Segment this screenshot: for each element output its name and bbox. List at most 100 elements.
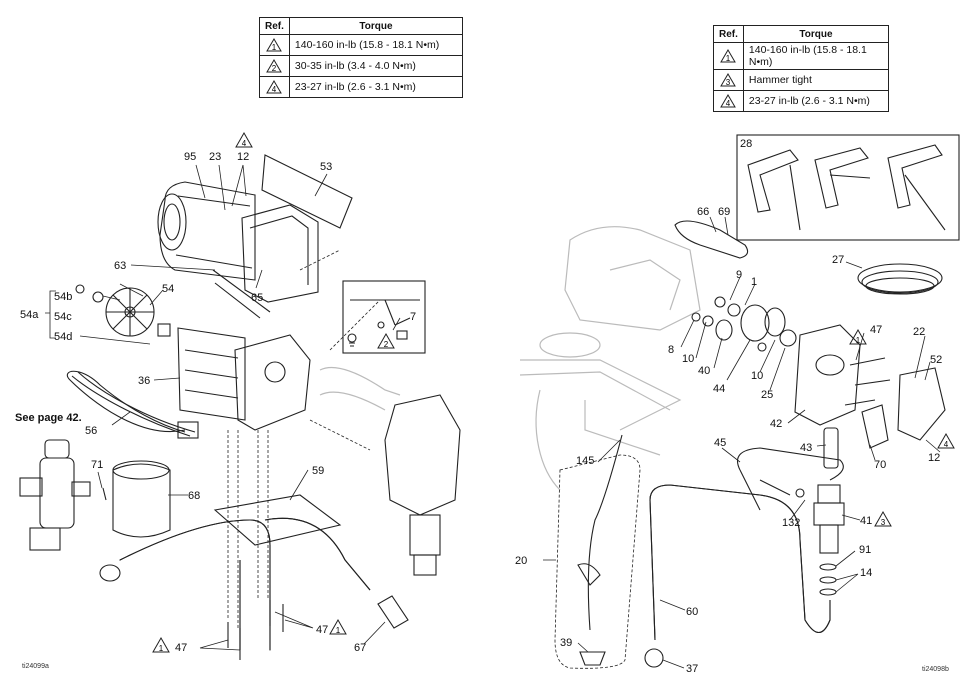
svg-text:2: 2 <box>384 340 389 349</box>
callout-47: 47 <box>316 624 328 636</box>
svg-text:4: 4 <box>726 99 731 108</box>
gear-housing <box>234 334 311 431</box>
svg-text:4: 4 <box>272 85 277 94</box>
gear-stack <box>691 296 797 352</box>
svg-text:1: 1 <box>159 644 164 653</box>
callout-41: 41 <box>860 515 872 527</box>
callout-42: 42 <box>770 418 782 430</box>
callout-54c: 54c <box>54 311 72 323</box>
pump-housing <box>794 324 861 426</box>
sprayer-body-outline <box>519 226 701 491</box>
callout-22: 22 <box>913 326 925 338</box>
table-row: 2 30-35 in-lb (3.4 - 4.0 N•m) <box>259 55 464 77</box>
callout-59: 59 <box>312 465 324 477</box>
callout-12: 12 <box>928 452 940 464</box>
callout-8: 8 <box>668 344 674 356</box>
callout-67: 67 <box>354 642 366 654</box>
torque-value: 30-35 in-lb (3.4 - 4.0 N•m) <box>288 55 464 77</box>
callout-53: 53 <box>320 161 332 173</box>
torque-value: 140-160 in-lb (15.8 - 18.1 N•m) <box>742 42 890 70</box>
o-ring <box>819 563 837 571</box>
table-row: 4 23-27 in-lb (2.6 - 3.1 N•m) <box>713 90 890 112</box>
torque-triangle-icon: 4 <box>235 131 253 148</box>
svg-text:4: 4 <box>242 139 247 148</box>
callout-9: 9 <box>736 269 742 281</box>
callout-66: 66 <box>697 206 709 218</box>
washer <box>92 291 104 303</box>
callout-54b: 54b <box>54 291 72 303</box>
callout-12: 12 <box>237 151 249 163</box>
callout-44: 44 <box>713 383 725 395</box>
spray-guns-inset <box>736 134 960 241</box>
table-row: 1 140-160 in-lb (15.8 - 18.1 N•m) <box>713 42 890 70</box>
svg-text:3: 3 <box>881 518 886 527</box>
cover-plate <box>261 154 353 229</box>
callout-52: 52 <box>930 354 942 366</box>
torque-table-right: Ref. Torque 1 140-160 in-lb (15.8 - 18.1… <box>713 25 890 112</box>
retainer <box>861 404 889 449</box>
callout-37: 37 <box>686 663 698 675</box>
screw <box>102 487 107 501</box>
table-row: 1 140-160 in-lb (15.8 - 18.1 N•m) <box>259 34 464 56</box>
callout-27: 27 <box>832 254 844 266</box>
torque-triangle-icon: 1 <box>849 328 867 345</box>
bracket <box>212 269 271 319</box>
front-cover <box>897 367 946 441</box>
strainer <box>644 648 664 668</box>
suction-hose <box>736 447 844 481</box>
washer <box>75 284 85 294</box>
warning-triangle-icon: 2 <box>266 59 283 73</box>
callout-45: 45 <box>714 437 726 449</box>
svg-text:2: 2 <box>272 64 277 73</box>
leg-cap <box>377 595 409 629</box>
figure-id-left: ti24099a <box>22 663 49 670</box>
callout-54d: 54d <box>54 331 72 343</box>
torque-triangle-icon: 4 <box>937 432 955 449</box>
callout-7: 7 <box>410 311 416 323</box>
svg-text:3: 3 <box>726 78 731 87</box>
pump-outline <box>319 366 461 576</box>
torque-triangle-icon: 3 <box>874 510 892 527</box>
svg-text:1: 1 <box>336 626 341 635</box>
callout-65: 65 <box>251 292 263 304</box>
hose <box>857 263 943 295</box>
callout-56: 56 <box>85 425 97 437</box>
right-callouts: 28 66 69 27 9 1 8 10 40 44 10 25 47 22 5… <box>515 138 955 675</box>
warning-triangle-icon: 4 <box>266 80 283 94</box>
bolts <box>227 600 284 660</box>
callout-145: 145 <box>576 455 594 467</box>
callout-91: 91 <box>859 544 871 556</box>
callout-132: 132 <box>782 517 800 529</box>
callout-39: 39 <box>560 637 572 649</box>
callout-23: 23 <box>209 151 221 163</box>
o-ring <box>819 576 837 584</box>
callout-28: 28 <box>740 138 752 150</box>
power-cord <box>67 370 186 433</box>
callout-70: 70 <box>874 459 886 471</box>
callout-10: 10 <box>682 353 694 365</box>
callout-68: 68 <box>188 490 200 502</box>
control-board <box>177 327 246 421</box>
callout-60: 60 <box>686 606 698 618</box>
torque-value: 23-27 in-lb (2.6 - 3.1 N•m) <box>742 90 890 112</box>
right-assembly <box>519 134 960 669</box>
callout-14: 14 <box>860 567 872 579</box>
o-ring <box>819 588 837 596</box>
cart-frame <box>99 494 371 651</box>
callout-20: 20 <box>515 555 527 567</box>
piston-rod <box>823 427 839 469</box>
motor-shroud <box>241 204 319 303</box>
callout-1: 1 <box>751 276 757 288</box>
table-row: 4 23-27 in-lb (2.6 - 3.1 N•m) <box>259 76 464 98</box>
callout-40: 40 <box>698 365 710 377</box>
warning-triangle-icon: 4 <box>720 94 737 108</box>
callout-25: 25 <box>761 389 773 401</box>
callout-47: 47 <box>175 642 187 654</box>
suction-tube <box>649 484 831 634</box>
torque-value: 23-27 in-lb (2.6 - 3.1 N•m) <box>288 76 464 98</box>
svg-text:1: 1 <box>856 336 861 345</box>
callout-54: 54 <box>162 283 174 295</box>
svg-text:1: 1 <box>726 54 731 63</box>
torque-triangle-icon: 1 <box>329 618 347 635</box>
